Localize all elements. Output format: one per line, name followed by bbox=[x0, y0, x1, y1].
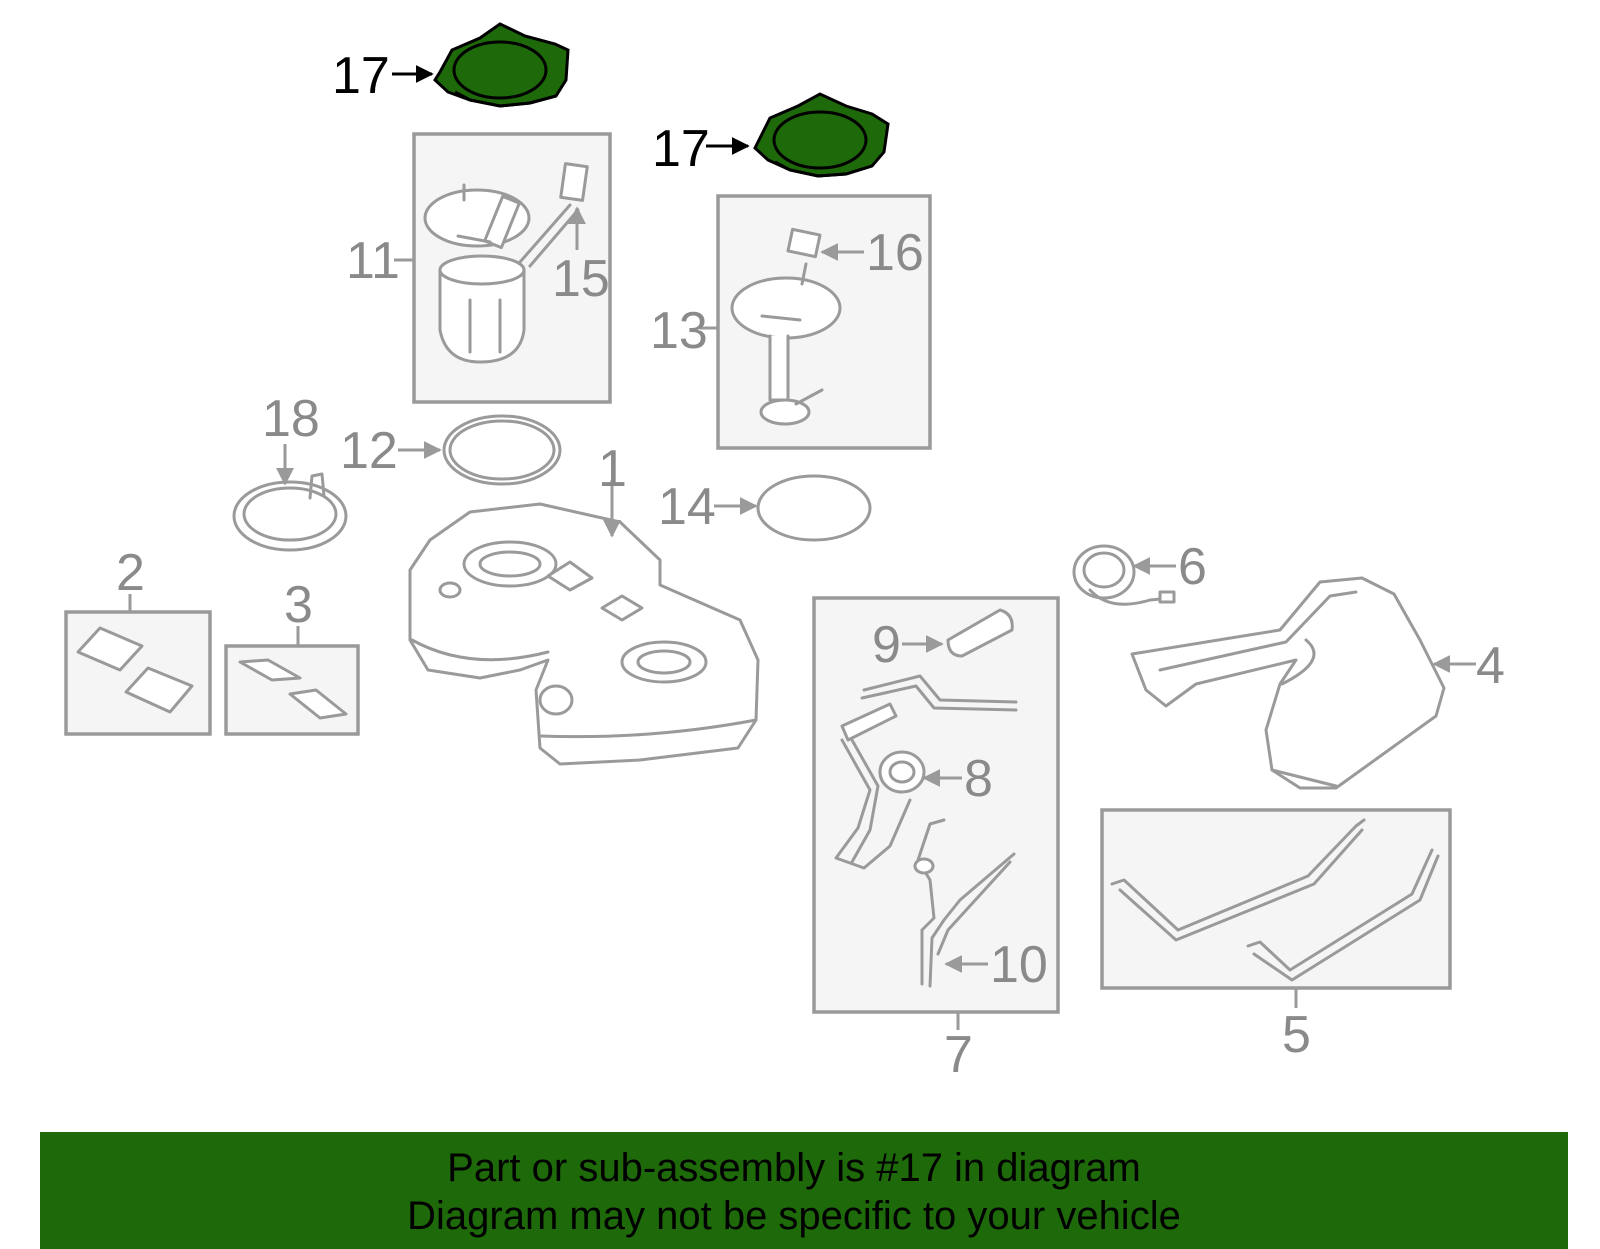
part-11-fuel-pump[interactable] bbox=[423, 183, 580, 364]
callout-16: 16 bbox=[866, 224, 924, 282]
banner-line-1: Part or sub-assembly is #17 in diagram bbox=[447, 1146, 1141, 1190]
box-part-7 bbox=[812, 596, 1060, 1014]
part-2-pad[interactable] bbox=[76, 626, 194, 714]
box-part-3 bbox=[224, 644, 360, 736]
part-3-pad[interactable] bbox=[238, 658, 348, 720]
callout-14: 14 bbox=[658, 478, 716, 536]
callout-2: 2 bbox=[116, 544, 145, 602]
info-banner: Part or sub-assembly is #17 in diagram D… bbox=[40, 1132, 1568, 1249]
callout-11: 11 bbox=[346, 232, 400, 290]
part-17-lock-ring-right[interactable] bbox=[753, 92, 890, 178]
callout-7: 7 bbox=[944, 1026, 973, 1084]
part-1-fuel-tank[interactable] bbox=[408, 502, 760, 766]
callout-17b: 17 bbox=[652, 120, 710, 178]
callout-17a: 17 bbox=[332, 47, 390, 105]
callout-9: 9 bbox=[872, 616, 901, 674]
callout-4: 4 bbox=[1476, 637, 1505, 695]
part-8-filler-pipe[interactable] bbox=[834, 674, 1018, 870]
banner-line-2: Diagram may not be specific to your vehi… bbox=[407, 1194, 1181, 1238]
part-14-seal[interactable] bbox=[756, 474, 872, 542]
part-12-seal[interactable] bbox=[442, 414, 562, 486]
part-15-connector[interactable] bbox=[559, 162, 589, 202]
part-10-vent-tube[interactable] bbox=[913, 818, 1016, 988]
part-9-hose[interactable] bbox=[946, 608, 1014, 658]
callout-12: 12 bbox=[340, 422, 398, 480]
part-5-tank-straps[interactable] bbox=[1110, 818, 1440, 982]
part-13-fuel-sender[interactable] bbox=[730, 262, 842, 426]
part-16-connector[interactable] bbox=[786, 227, 822, 259]
callout-3: 3 bbox=[284, 576, 313, 634]
callout-5: 5 bbox=[1282, 1006, 1311, 1064]
box-part-2 bbox=[64, 610, 212, 736]
callout-6: 6 bbox=[1178, 538, 1207, 596]
callout-15: 15 bbox=[552, 250, 610, 308]
parts-diagram: 17 17 15 11 16 13 bbox=[64, 22, 1505, 1084]
part-17-lock-ring-left[interactable] bbox=[433, 22, 570, 108]
part-4-heat-shield[interactable] bbox=[1130, 576, 1446, 790]
part-18-lock-ring[interactable] bbox=[232, 472, 348, 552]
callout-13: 13 bbox=[650, 302, 708, 360]
callout-8: 8 bbox=[964, 750, 993, 808]
callout-10: 10 bbox=[990, 936, 1048, 994]
callout-18: 18 bbox=[262, 390, 320, 448]
callout-1: 1 bbox=[598, 440, 627, 498]
part-6-fuel-cap[interactable] bbox=[1072, 544, 1176, 606]
